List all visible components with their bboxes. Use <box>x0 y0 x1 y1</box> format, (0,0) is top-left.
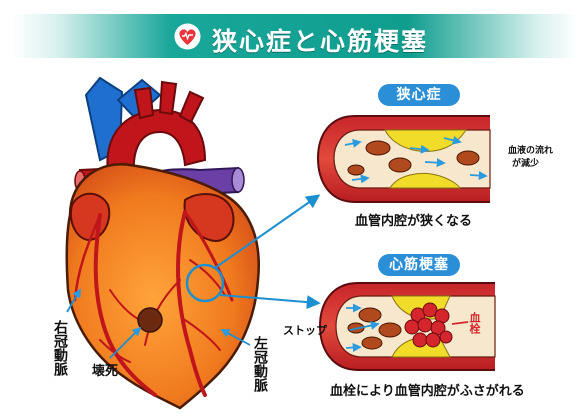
left-coronary-label: 左冠動脈 <box>252 336 268 408</box>
necrosis-spot <box>138 308 162 332</box>
necrosis-label: 壊死 <box>92 360 118 379</box>
angina-caption: 血管内腔が狭くなる <box>355 210 472 229</box>
clot-label: 血栓 <box>468 312 480 338</box>
angina-vessel <box>318 116 490 202</box>
stop-label: ストップ <box>283 322 327 338</box>
right-coronary-label: 右冠動脈 <box>52 320 68 392</box>
angina-pill: 狭心症 <box>378 84 460 106</box>
infarction-caption: 血栓により血管内腔がふさがれる <box>330 380 525 399</box>
flow-note-line2: が減少 <box>512 159 539 170</box>
flow-note-line1: 血液の流れ <box>508 146 553 157</box>
infarction-pill: 心筋梗塞 <box>378 254 460 276</box>
